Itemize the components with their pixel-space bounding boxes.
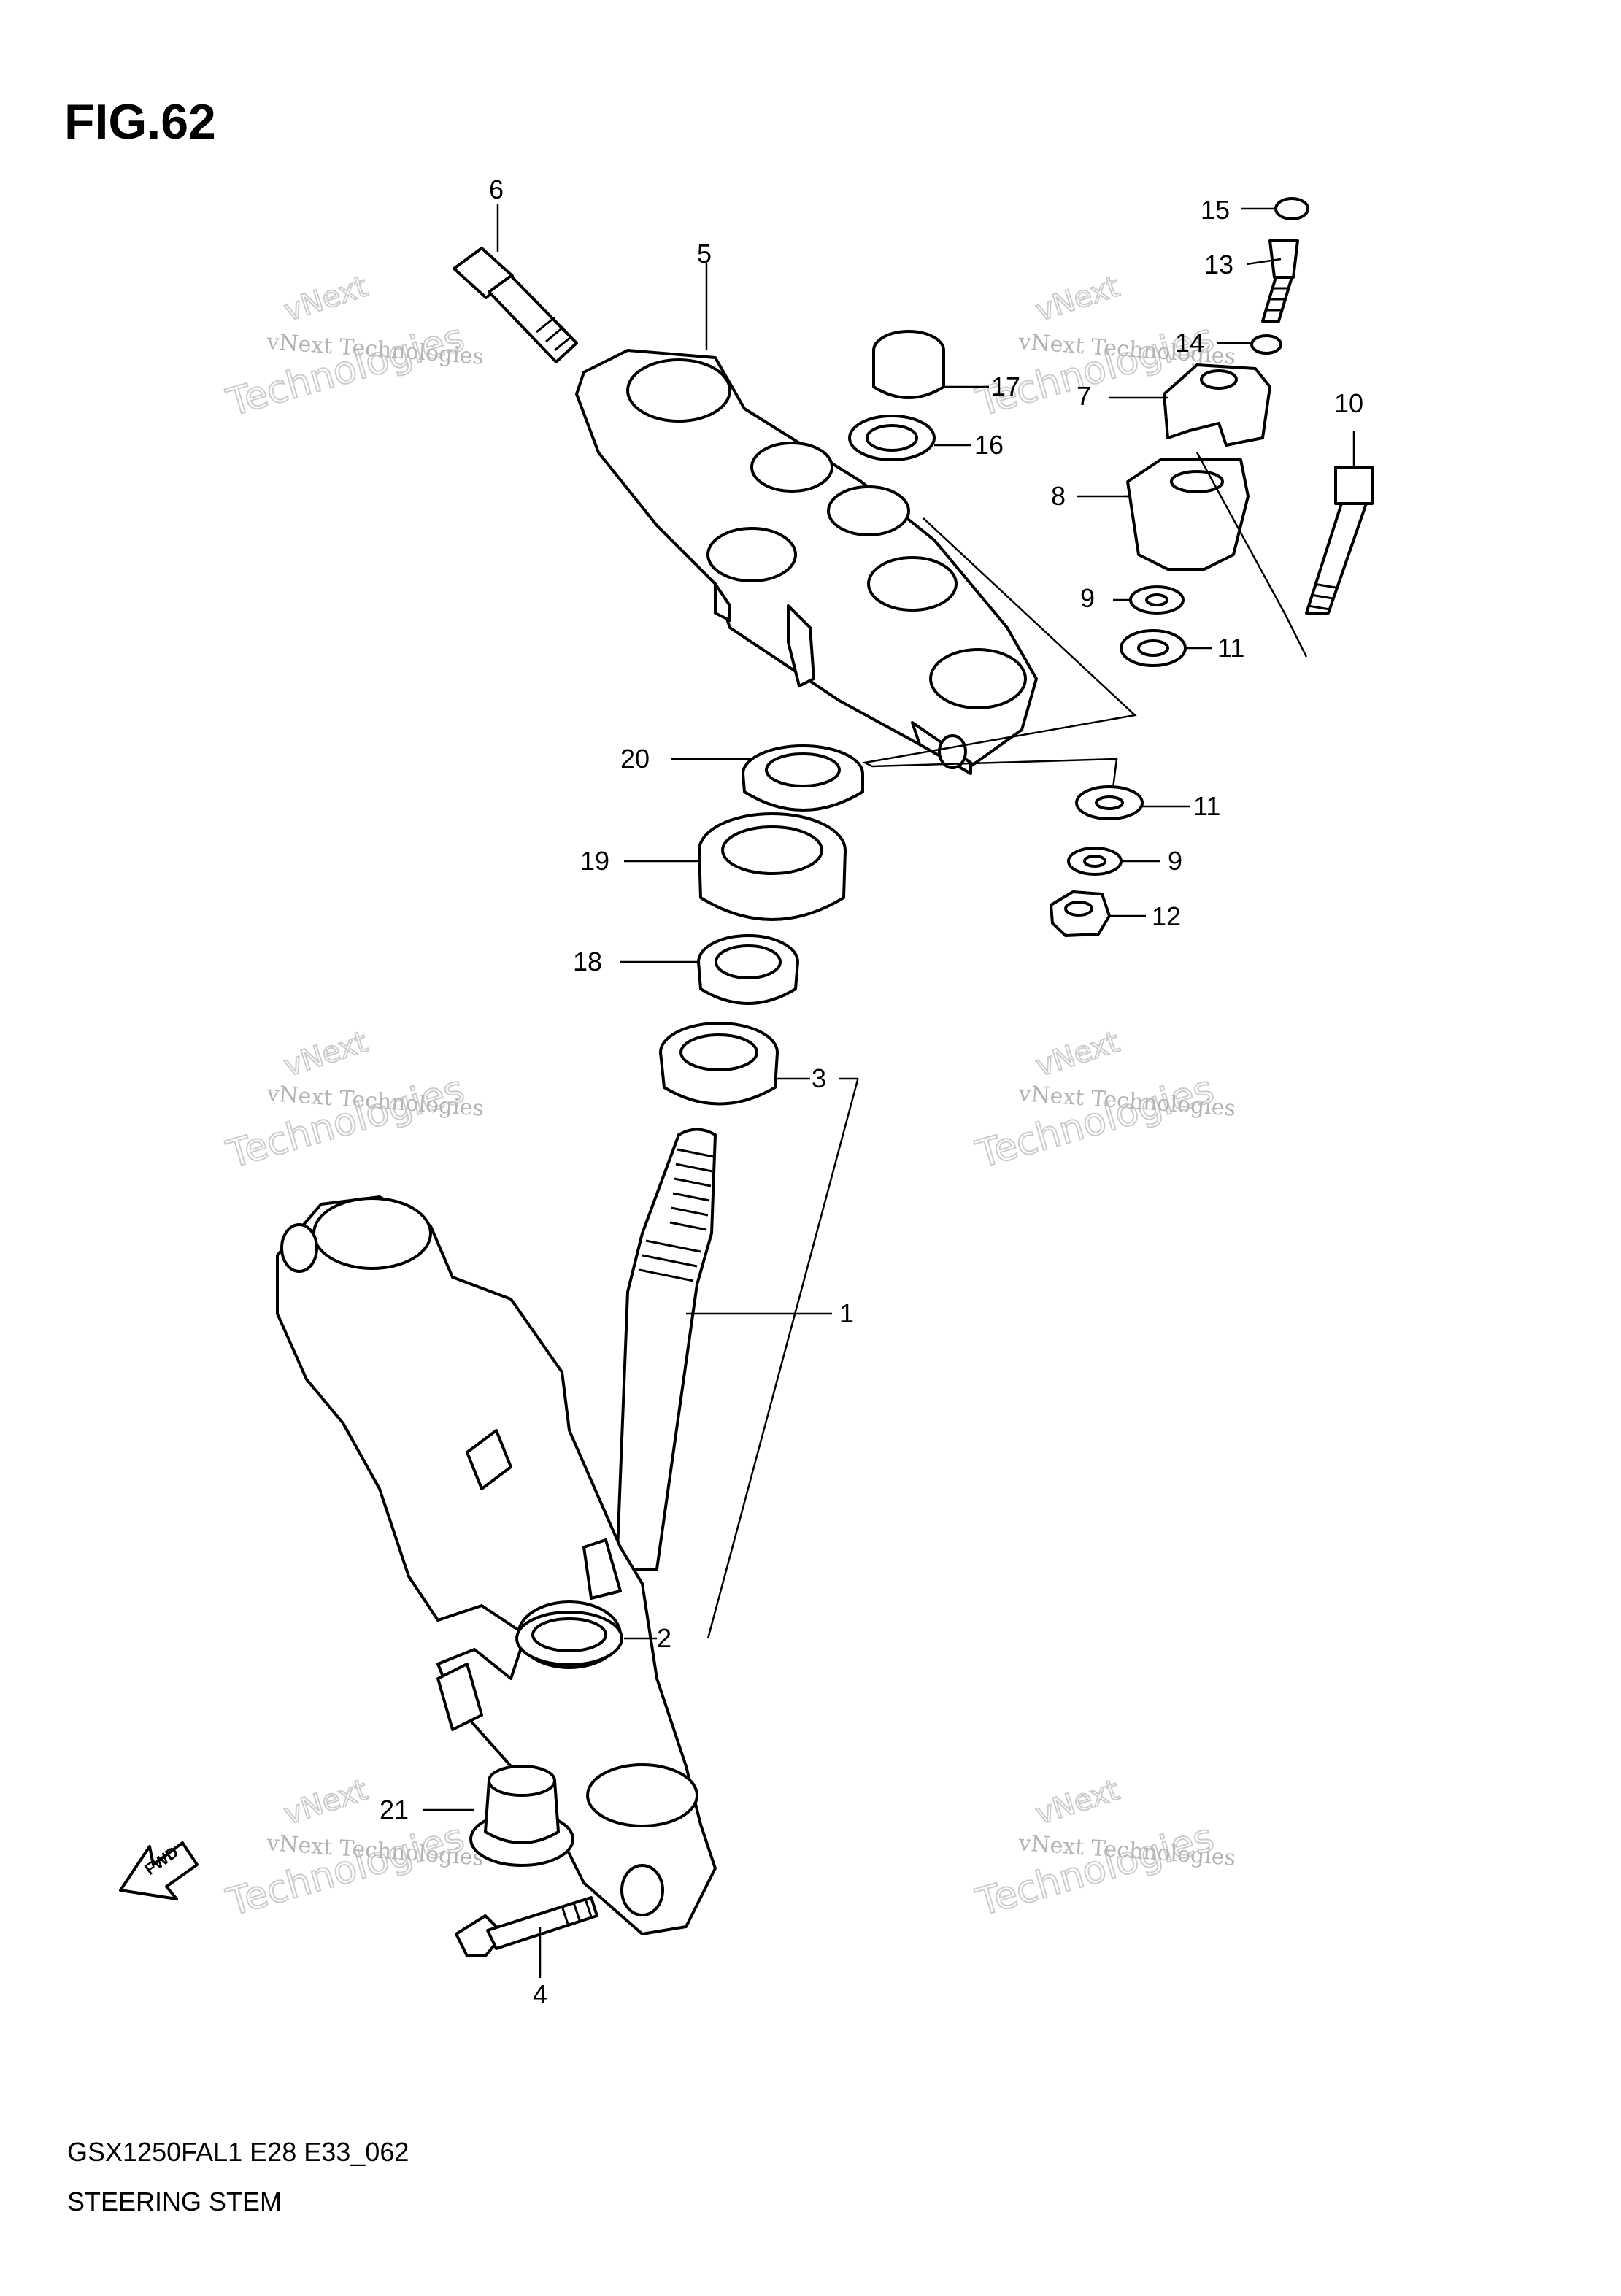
callout-18: 18 bbox=[573, 947, 602, 976]
callout-13: 13 bbox=[1204, 250, 1233, 280]
footer-section-name: STEERING STEM bbox=[67, 2187, 282, 2216]
watermark-outline-top: vNext bbox=[1032, 1025, 1123, 1084]
callout-5: 5 bbox=[697, 239, 712, 269]
watermark-bottom-left: vNext vNext Technologies Technologies bbox=[221, 1773, 485, 1926]
callout-8: 8 bbox=[1051, 481, 1066, 511]
part-18-bearing bbox=[697, 934, 799, 1005]
part-7-holder-clamp bbox=[1163, 363, 1271, 447]
watermark-outline-top: vNext bbox=[280, 270, 371, 328]
part-14-washer bbox=[1250, 334, 1282, 355]
callout-9a: 9 bbox=[1080, 583, 1095, 613]
part-10-bolt bbox=[1305, 466, 1374, 615]
callout-15: 15 bbox=[1201, 195, 1230, 225]
watermark-mid-right: vNext vNext Technologies Technologies bbox=[971, 1025, 1236, 1178]
callout-2: 2 bbox=[657, 1623, 671, 1653]
callout-20: 20 bbox=[620, 744, 650, 774]
footer-model-code: GSX1250FAL1 E28 E33_062 bbox=[67, 2137, 409, 2167]
callout-4: 4 bbox=[533, 1979, 547, 2009]
watermark-outline-top: vNext bbox=[1032, 1773, 1123, 1832]
watermark-outline-bottom: Technologies bbox=[222, 1068, 469, 1177]
watermark-top-left: vNext vNext Technologies Technologies bbox=[221, 269, 485, 426]
callout-17: 17 bbox=[991, 371, 1020, 401]
watermark-outline-bottom: Technologies bbox=[222, 316, 469, 425]
callout-3: 3 bbox=[812, 1063, 826, 1093]
callout-9b: 9 bbox=[1168, 846, 1182, 876]
part-2-bearing bbox=[515, 1611, 623, 1666]
callout-11a: 11 bbox=[1217, 633, 1244, 663]
part-12-nut bbox=[1050, 890, 1111, 937]
callout-11b: 11 bbox=[1193, 791, 1220, 821]
callout-10: 10 bbox=[1334, 388, 1363, 418]
callout-12: 12 bbox=[1152, 901, 1181, 931]
part-5-upper-bracket bbox=[575, 349, 1038, 775]
part-16-washer bbox=[848, 415, 936, 461]
watermark-outline-bottom: Technologies bbox=[222, 1816, 469, 1925]
leader-lines bbox=[423, 204, 1355, 1978]
part-17-cap bbox=[872, 330, 945, 399]
part-4-bolt bbox=[455, 1896, 598, 1957]
watermark-outline-top: vNext bbox=[280, 1773, 371, 1832]
watermark-outline-top: vNext bbox=[280, 1025, 371, 1084]
part-15-cap bbox=[1274, 197, 1309, 220]
watermark-bottom-right: vNext vNext Technologies Technologies bbox=[971, 1773, 1236, 1926]
part-9-washer-upper bbox=[1129, 585, 1185, 615]
part-13-bolt bbox=[1261, 239, 1299, 323]
part-1-steering-stem bbox=[615, 1128, 717, 1571]
part-11-washer-upper bbox=[1120, 629, 1187, 667]
part-20-nut bbox=[742, 744, 864, 812]
watermark-outline-top: vNext bbox=[1032, 270, 1123, 328]
watermark-mid-left: vNext vNext Technologies Technologies bbox=[221, 1025, 485, 1178]
part-21-cap bbox=[469, 1765, 574, 1867]
callouts: 6 5 15 13 14 7 8 10 17 16 9 11 11 9 12 2… bbox=[380, 174, 1363, 2009]
part-19-seal bbox=[698, 812, 847, 921]
part-6-bolt bbox=[453, 247, 578, 363]
callout-1: 1 bbox=[839, 1298, 854, 1328]
callout-6: 6 bbox=[489, 174, 504, 204]
watermark-outline-bottom: Technologies bbox=[971, 1816, 1219, 1925]
part-9-washer-lower bbox=[1067, 847, 1123, 876]
watermark-outline-bottom: Technologies bbox=[971, 1068, 1219, 1177]
part-11-washer-lower bbox=[1075, 785, 1144, 820]
part-3-bearing bbox=[659, 1022, 779, 1106]
callout-14: 14 bbox=[1175, 328, 1204, 358]
callout-7: 7 bbox=[1077, 381, 1091, 411]
callout-21: 21 bbox=[380, 1795, 409, 1825]
fwd-arrow-icon: FWD bbox=[119, 1841, 199, 1900]
callout-19: 19 bbox=[580, 846, 609, 876]
figure-title: FIG.62 bbox=[64, 94, 216, 150]
callout-16: 16 bbox=[974, 430, 1004, 460]
